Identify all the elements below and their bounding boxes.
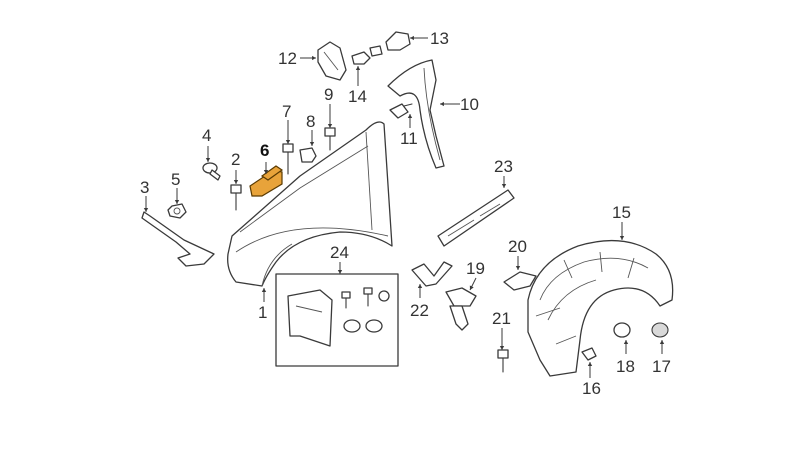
callout-23: 23 [494,157,513,176]
clip-part-13[interactable] [385,31,411,51]
callout-12: 12 [278,49,297,68]
bracket-part-19[interactable] [445,287,477,331]
leader-arrowhead [659,340,665,344]
pillar-seal-part[interactable] [387,59,445,169]
emblem-part-22[interactable] [411,261,453,287]
leader-arrowhead [501,184,507,188]
push-pin-part-14[interactable] [351,45,383,65]
leader-arrowhead [327,124,333,128]
bolt-part-7[interactable] [282,143,294,175]
screw-part-4[interactable] [202,162,221,181]
clip-part-16[interactable] [581,347,597,361]
callout-22: 22 [410,301,429,320]
bolt-part-21[interactable] [497,349,509,373]
leader-arrowhead [174,200,180,204]
callout-labels: 1 2 3 4 5 6 7 8 9 10 11 12 13 14 15 16 1… [140,29,671,398]
leader-arrowhead [619,236,625,240]
callout-20: 20 [508,237,527,256]
nut-part-5[interactable] [167,203,187,219]
leader-arrowhead [309,142,315,146]
callout-4: 4 [202,126,211,145]
leader-arrowhead [337,270,343,274]
fender-part[interactable] [227,121,393,287]
bolt-part-2[interactable] [230,184,242,211]
callout-15: 15 [612,203,631,222]
callout-3: 3 [140,178,149,197]
clip-part-8[interactable] [299,147,317,163]
fender-liner-part[interactable] [527,239,674,377]
leader-arrowhead [205,158,211,162]
callout-8: 8 [306,112,315,131]
callout-1: 1 [258,303,267,322]
leader-arrowhead [355,66,361,70]
bracket-part-highlighted[interactable] [249,165,284,197]
leader-arrowhead [407,114,413,118]
callout-10: 10 [460,95,479,114]
leader-arrowhead [499,346,505,350]
leader-arrowhead [469,285,474,290]
leader-arrowhead [417,284,423,288]
leader-arrowhead [143,208,149,212]
bracket-part-20[interactable] [503,271,537,291]
leader-arrowhead [440,101,444,107]
callout-7: 7 [282,102,291,121]
leader-arrowhead [410,35,414,41]
bolt-part-9[interactable] [324,127,336,151]
clip-part-11[interactable] [389,103,413,119]
leader-arrowhead [263,170,269,174]
callout-6-highlighted: 6 [260,141,269,160]
callout-24: 24 [330,243,349,262]
leader-arrowhead [623,340,629,344]
leader-arrowhead [515,266,521,270]
callout-16: 16 [582,379,601,398]
ring-part-18[interactable] [613,322,631,338]
callout-11: 11 [400,129,418,148]
callout-17: 17 [652,357,671,376]
trim-strip-part[interactable] [141,211,215,267]
callout-9: 9 [324,85,333,104]
callout-5: 5 [171,170,180,189]
cap-part-17[interactable] [651,322,669,338]
callout-2: 2 [231,150,240,169]
callout-14: 14 [348,87,367,106]
mudflap-kit-box[interactable] [275,273,399,367]
leader-arrowhead [587,362,593,366]
leader-arrowhead [312,55,316,61]
callout-18: 18 [616,357,635,376]
leader-arrowhead [261,288,267,292]
callout-13: 13 [430,29,449,48]
callout-19: 19 [466,259,485,278]
callout-21: 21 [492,309,511,328]
leader-arrowhead [285,140,291,144]
leader-lines [143,35,665,378]
mount-bracket-part-12[interactable] [317,41,347,81]
badge-part-23[interactable] [437,189,515,247]
leader-arrowhead [233,180,239,184]
